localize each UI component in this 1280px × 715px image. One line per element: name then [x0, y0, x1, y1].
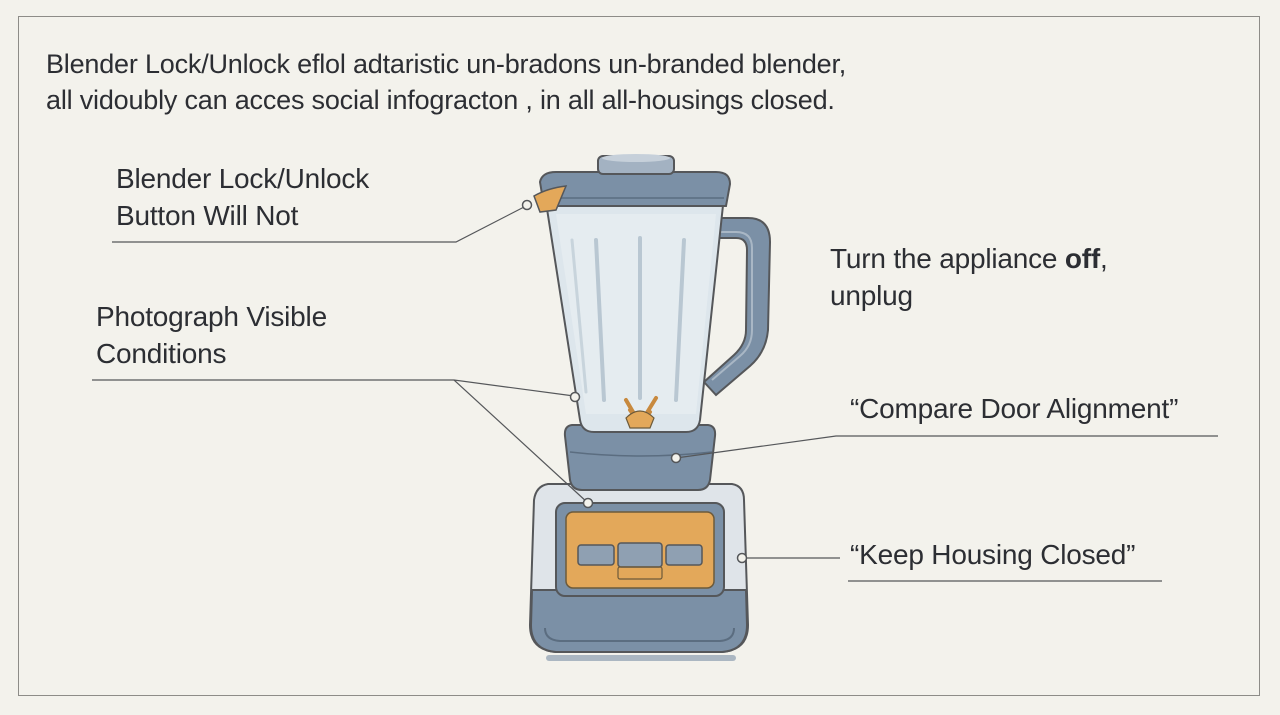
- diagram-frame: [18, 16, 1260, 696]
- callout-turn-off: Turn the appliance off, unplug: [830, 240, 1108, 314]
- blender-jar: [533, 154, 772, 433]
- intro-line-1: Blender Lock/Unlock eflol adtaristic un-…: [46, 49, 847, 79]
- callout-turn-off-line-2: unplug: [830, 280, 913, 311]
- intro-line-2: all vidoubly can acces social infogracto…: [46, 85, 835, 115]
- callout-lock-button-line-1: Blender Lock/Unlock: [116, 163, 369, 194]
- anchor-dots: [521, 199, 748, 564]
- callout-turn-off-prefix: Turn the appliance: [830, 243, 1065, 274]
- callout-turn-off-bold: off: [1064, 243, 1101, 274]
- callout-lock-button-line-2: Button Will Not: [116, 200, 299, 231]
- callout-photograph-line-2: Conditions: [96, 338, 227, 369]
- callout-lock-button: Blender Lock/Unlock Button Will Not: [116, 160, 369, 234]
- blender-base: [528, 483, 750, 661]
- intro-text: Blender Lock/Unlock eflol adtaristic un-…: [46, 46, 1226, 118]
- callout-photograph: Photograph Visible Conditions: [96, 298, 327, 372]
- callout-door-alignment: “Compare Door Alignment”: [850, 393, 1179, 424]
- callout-photograph-line-1: Photograph Visible: [96, 301, 327, 332]
- leader-lines: [92, 205, 1218, 582]
- callout-keep-housing: “Keep Housing Closed”: [850, 539, 1136, 570]
- callout-turn-off-line-1: Turn the appliance off,: [830, 240, 1108, 277]
- callout-turn-off-suffix: ,: [1100, 243, 1108, 274]
- blender-collar: [563, 424, 717, 491]
